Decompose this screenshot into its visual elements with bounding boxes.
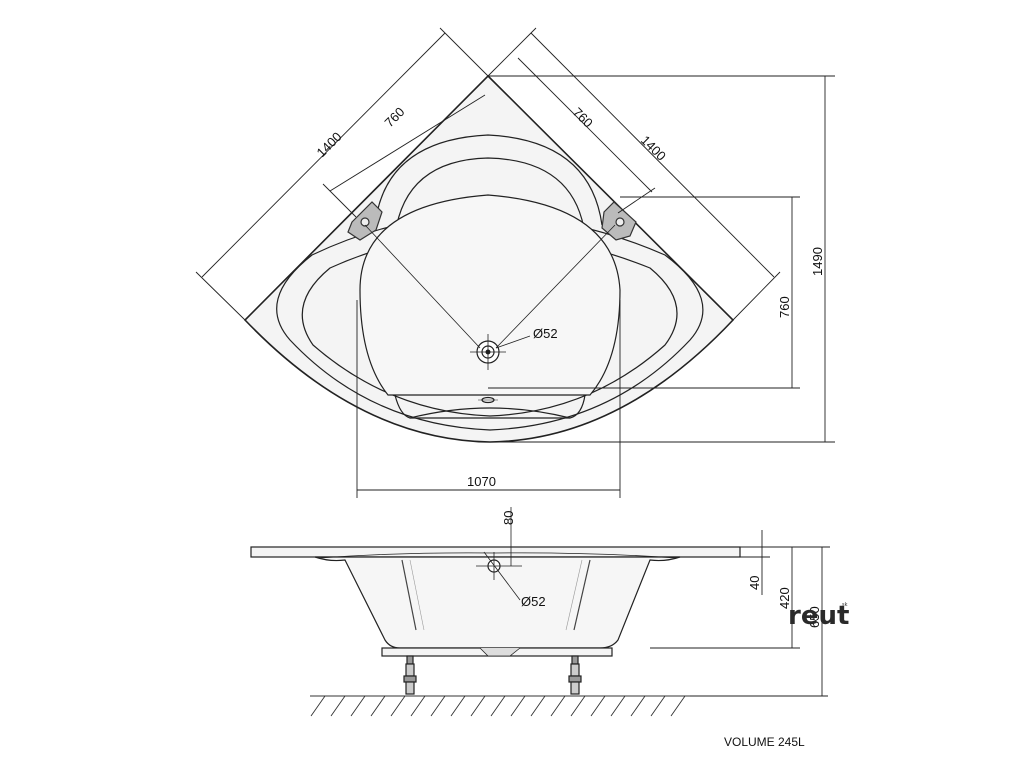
volume-label: VOLUME 245L [724, 735, 805, 749]
side-view [250, 507, 741, 695]
dim-650: 650 [807, 606, 822, 628]
drain-guide-left [364, 224, 481, 349]
floor-hatch-line [630, 695, 646, 717]
floor-hatch-line [390, 695, 406, 717]
dim-760-vertical: 760 [777, 296, 792, 318]
floor-hatch-line [550, 695, 566, 717]
dim-1490: 1490 [810, 247, 825, 276]
dim-1070: 1070 [467, 474, 496, 489]
dim-760-left: 760 [382, 104, 408, 130]
dim-80: 80 [501, 511, 516, 525]
top-view [243, 74, 735, 443]
floor-hatch-line [590, 695, 606, 717]
dim-760-right: 760 [570, 105, 596, 131]
leg-right [568, 655, 582, 695]
brand-logo: reut sk [788, 601, 849, 631]
floor-hatch-line [410, 695, 426, 717]
backrest-arch-inner [394, 157, 586, 236]
drain-leader [495, 335, 531, 349]
dim-1400-left: 1400 [314, 129, 345, 160]
fitting-right [601, 201, 637, 241]
dim-1400-right: 1400 [638, 133, 669, 164]
floor-hatch-line [490, 695, 506, 717]
floor-hatch-line [310, 695, 326, 717]
backrest-arch [374, 134, 603, 226]
floor-hatch-line [370, 695, 386, 717]
drain-top [470, 334, 506, 370]
leg-left [403, 655, 417, 695]
seat-circle [359, 194, 621, 396]
fitting-left [347, 201, 383, 241]
rim-slab [250, 546, 741, 558]
drain-guide-right [495, 224, 616, 349]
drain-diameter-top: Ø52 [533, 326, 558, 341]
floor-hatch-line [470, 695, 486, 717]
floor-hatch-line [570, 695, 586, 717]
floor-hatch-line [450, 695, 466, 717]
floor-hatch-line [650, 695, 666, 717]
front-step [394, 394, 586, 419]
top-dimensions [195, 27, 835, 498]
dim-40: 40 [747, 576, 762, 590]
floor-hatch-line [330, 695, 346, 717]
dim-420: 420 [777, 587, 792, 609]
floor-hatch-line [610, 695, 626, 717]
floor-hatch-line [350, 695, 366, 717]
floor-hatch-line [530, 695, 546, 717]
floor-hatch-line [430, 695, 446, 717]
floor-hatch-line [510, 695, 526, 717]
brand-logo-text: reut [788, 601, 849, 631]
side-dimensions [650, 530, 830, 697]
floor [310, 695, 690, 717]
overflow-diameter-side: Ø52 [521, 594, 546, 609]
brand-logo-suffix: sk [842, 602, 848, 608]
floor-hatch-line [670, 695, 686, 717]
